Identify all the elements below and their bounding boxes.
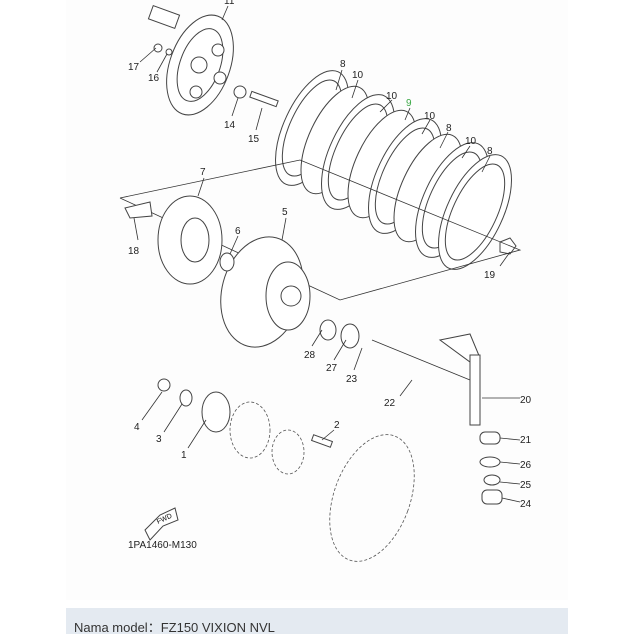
callout-6: 6 <box>235 226 241 237</box>
callout-21: 21 <box>520 435 532 446</box>
callout-17: 17 <box>128 62 140 73</box>
model-value: FZ150 VIXION NVL <box>160 620 275 635</box>
diagram-code: 1PA1460-M130 <box>128 540 197 551</box>
callout-11: 11 <box>224 0 235 7</box>
callout-25: 25 <box>520 480 532 491</box>
fwd-arrow: FWD <box>144 507 179 541</box>
callout-15: 15 <box>248 134 260 145</box>
callout-22: 22 <box>384 398 396 409</box>
callout-4: 4 <box>134 422 140 433</box>
callout-1: 1 <box>181 450 187 461</box>
push-lever <box>438 333 503 505</box>
primary-gear <box>157 378 415 562</box>
callout-5: 5 <box>282 207 288 218</box>
callout-3: 3 <box>156 434 162 445</box>
callout-8: 8 <box>340 59 346 70</box>
model-label: Nama model： <box>74 620 161 635</box>
clutch-plates <box>275 70 517 270</box>
callout-labels: 11 17 16 14 15 8 10 10 9 10 8 10 8 19 7 … <box>128 0 532 510</box>
callout-14: 14 <box>224 120 236 131</box>
callout-7: 7 <box>200 167 206 178</box>
callout-2: 2 <box>334 420 340 431</box>
callout-10: 10 <box>465 136 477 147</box>
callout-27: 27 <box>326 363 338 374</box>
callout-10: 10 <box>352 70 364 81</box>
callout-10: 10 <box>424 111 436 122</box>
callout-23: 23 <box>346 374 358 385</box>
callout-16: 16 <box>148 73 160 84</box>
callout-8: 8 <box>446 123 452 134</box>
model-info: Nama model：FZ150 VIXION NVL <box>74 617 275 636</box>
callout-19: 19 <box>484 270 496 281</box>
callout-28: 28 <box>304 350 316 361</box>
callout-10: 10 <box>386 91 398 102</box>
callout-18: 18 <box>128 246 140 257</box>
clutch-boss <box>124 195 223 285</box>
callout-24: 24 <box>520 499 532 510</box>
clutch-housing <box>219 236 471 381</box>
clutch-exploded-diagram: FWD 1PA1460-M130 11 17 16 14 15 8 10 10 <box>119 0 532 562</box>
callout-8: 8 <box>487 146 493 157</box>
pressure-plate <box>147 4 279 116</box>
callout-9-highlighted[interactable]: 9 <box>406 98 412 109</box>
callout-26: 26 <box>520 460 532 471</box>
callout-leaders <box>133 5 521 503</box>
model-info-bar: Nama model：FZ150 VIXION NVL <box>66 608 568 636</box>
callout-20: 20 <box>520 395 532 406</box>
